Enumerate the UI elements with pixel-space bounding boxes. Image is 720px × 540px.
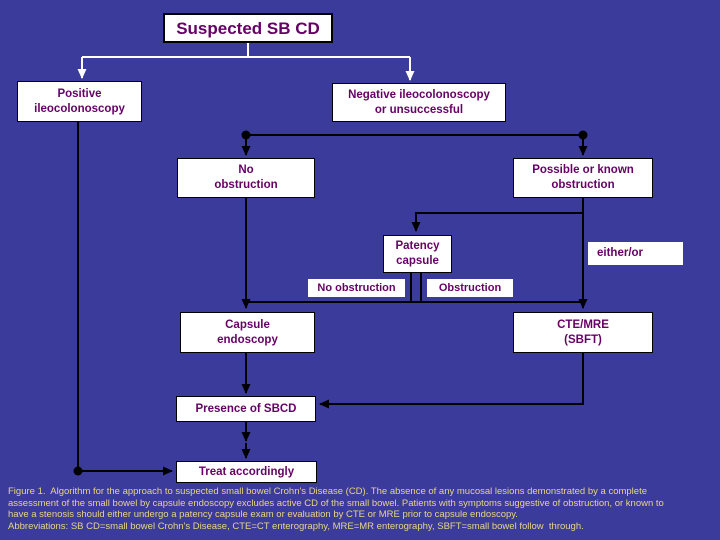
caption-line-4: Abbreviations: SB CD=small bowel Crohn's… — [8, 520, 584, 532]
branch-label-obstruction: Obstruction — [427, 279, 513, 297]
junction-dot-right — [578, 130, 588, 140]
node-presence-of-sbcd: Presence of SBCD — [176, 396, 316, 422]
node-positive-ileocolonoscopy: Positive ileocolonoscopy — [17, 81, 142, 122]
connector-possible-to-patency — [411, 212, 583, 232]
caption-line-2: assessment of the small bowel by capsule… — [8, 497, 664, 509]
branch-label-no-obstruction: No obstruction — [308, 279, 405, 297]
label-either-or: either/or — [588, 242, 683, 265]
node-patency-capsule: Patency capsule — [383, 235, 452, 273]
node-capsule-endoscopy: Capsule endoscopy — [180, 312, 315, 353]
node-cte-mre-sbft: CTE/MRE (SBFT) — [513, 312, 653, 353]
junction-dot-bottom-left — [73, 466, 83, 476]
node-treat-accordingly: Treat accordingly — [176, 461, 317, 483]
caption-line-3: have a stenosis should either undergo a … — [8, 509, 518, 520]
node-negative-ileocolonoscopy: Negative ileocolonoscopy or unsuccessful — [332, 83, 506, 122]
connector-positive-to-treat — [77, 122, 173, 476]
caption-line-1: Figure 1. Algorithm for the approach to … — [8, 486, 647, 497]
node-suspected-sb-cd: Suspected SB CD — [163, 13, 333, 43]
junction-dot-left — [241, 130, 251, 140]
node-possible-or-known-obstruction: Possible or known obstruction — [513, 158, 653, 198]
figure-caption: Figure 1. Algorithm for the approach to … — [8, 486, 716, 532]
connector-ctemre-to-presence — [319, 353, 584, 409]
node-no-obstruction: No obstruction — [177, 158, 315, 198]
